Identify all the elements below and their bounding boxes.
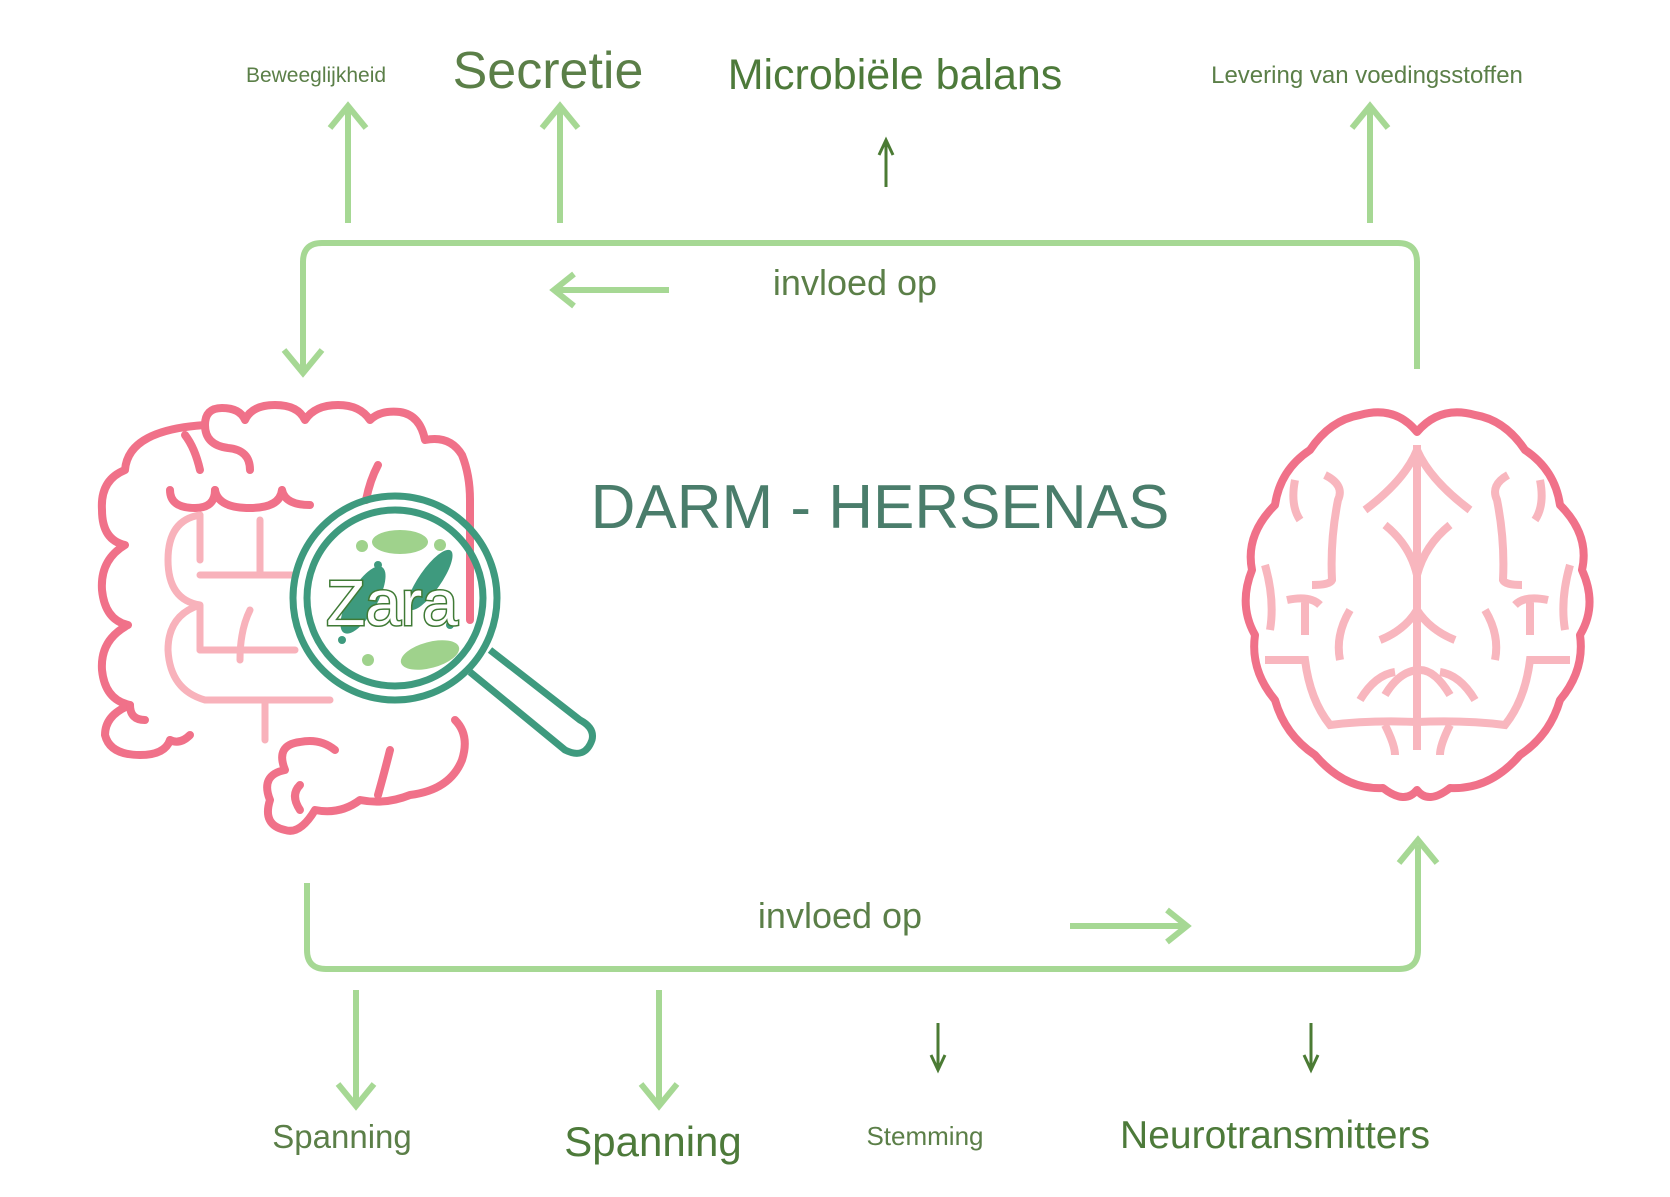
label-neurotransmitters: Neurotransmitters xyxy=(1120,1114,1430,1157)
diagram-title: DARM - HERSENAS xyxy=(591,473,1170,542)
up-arrow-icon xyxy=(539,101,581,223)
bottom-connector xyxy=(304,835,1440,972)
brain-icon xyxy=(1241,408,1594,801)
logo-text: Zara xyxy=(326,567,458,639)
label-microbiele-balans: Microbiële balans xyxy=(728,51,1063,99)
magnifier-bacteria-icon: Zara xyxy=(289,492,596,757)
label-levering: Levering van voedingsstoffen xyxy=(1211,62,1523,89)
label-secretie: Secretie xyxy=(453,42,644,100)
small-down-arrow-icon xyxy=(929,1023,947,1074)
label-beweeglijkheid: Beweeglijkheid xyxy=(246,64,386,87)
small-up-arrow-icon xyxy=(877,136,895,187)
label-spanning-1: Spanning xyxy=(272,1118,411,1155)
top-connector-label: invloed op xyxy=(773,262,937,303)
bottom-connector-label: invloed op xyxy=(758,895,922,936)
label-spanning-2: Spanning xyxy=(564,1118,742,1165)
small-down-arrow-icon xyxy=(1302,1023,1320,1074)
down-arrow-icon xyxy=(638,990,680,1111)
label-stemming: Stemming xyxy=(866,1121,983,1151)
down-arrow-icon xyxy=(335,990,377,1111)
intestine-icon xyxy=(97,401,474,835)
up-arrow-icon xyxy=(1349,101,1391,223)
top-connector xyxy=(281,240,1420,378)
up-arrow-icon xyxy=(327,101,369,223)
